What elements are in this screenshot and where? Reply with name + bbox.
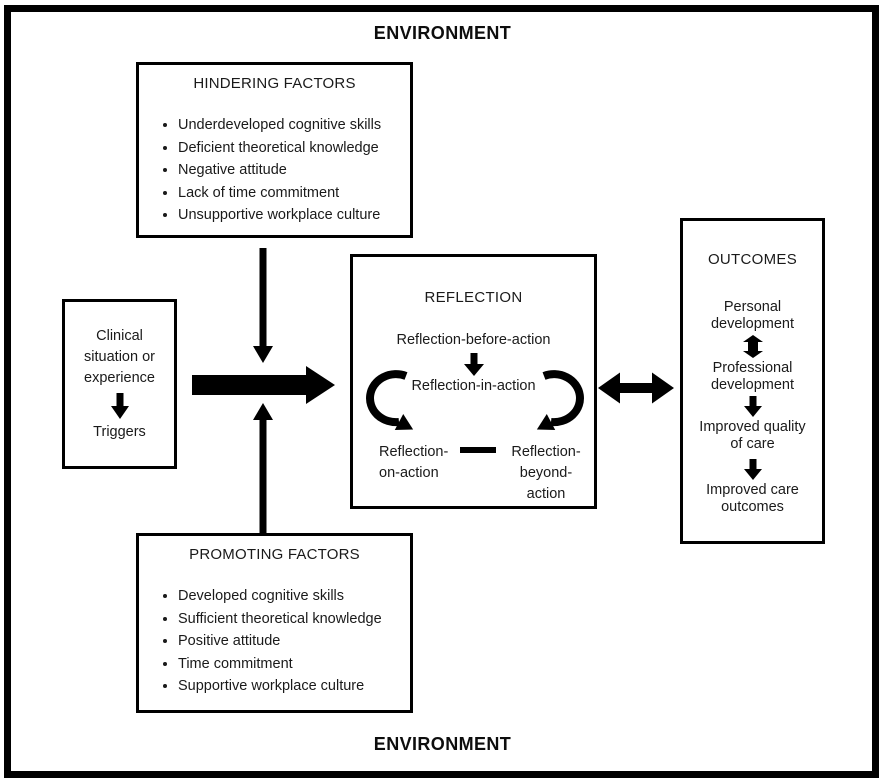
- list-item: Positive attitude: [178, 633, 404, 651]
- list-item: Deficient theoretical knowledge: [178, 140, 404, 158]
- reflection-in-action-text: Reflection-in-action: [411, 378, 536, 394]
- reflection-beyond-action-text: Reflection- beyond-action: [511, 444, 581, 502]
- hindering-factors-title: HINDERING FACTORS: [193, 75, 356, 92]
- reflection-before-action-text: Reflection-before-action: [396, 332, 551, 348]
- list-item: Unsupportive workplace culture: [178, 207, 404, 225]
- on-beyond-connector: [460, 447, 496, 453]
- outcome-professional-development: Professional development: [710, 360, 795, 393]
- clinical-situation-box: Clinical situation or experience Trigger…: [62, 299, 177, 469]
- list-item: Sufficient theoretical knowledge: [178, 611, 404, 629]
- environment-border: [4, 5, 879, 778]
- promoting-factors-title: PROMOTING FACTORS: [189, 546, 360, 563]
- reflection-bottom-row: Reflection- on-action Reflection- beyond…: [353, 442, 594, 505]
- list-item: Developed cognitive skills: [178, 588, 404, 606]
- list-item: Supportive workplace culture: [178, 678, 404, 696]
- outcome-personal-development: Personal development: [710, 299, 795, 332]
- outcomes-box: OUTCOMES Personal development Profession…: [680, 218, 825, 544]
- list-item: Time commitment: [178, 656, 404, 674]
- promoting-factors-box: PROMOTING FACTORS Developed cognitive sk…: [136, 533, 413, 713]
- quality-care-outcomes-arrow: [743, 459, 762, 480]
- triggers-text: Triggers: [93, 424, 146, 440]
- outcome-improved-care: Improved care outcomes: [706, 482, 799, 515]
- personal-professional-double-arrow: [742, 335, 763, 358]
- hindering-factors-list: Underdeveloped cognitive skills Deficien…: [139, 117, 410, 225]
- hindering-factors-box: HINDERING FACTORS Underdeveloped cogniti…: [136, 62, 413, 238]
- list-item: Underdeveloped cognitive skills: [178, 117, 404, 135]
- reflection-box: REFLECTION Reflection-before-action Refl…: [350, 254, 597, 509]
- reflection-title: REFLECTION: [424, 289, 523, 306]
- outcomes-title: OUTCOMES: [707, 251, 798, 268]
- environment-label-top: ENVIRONMENT: [373, 23, 512, 43]
- environment-label-bottom: ENVIRONMENT: [373, 734, 512, 754]
- reflection-on-action-text: Reflection- on-action: [379, 444, 449, 481]
- list-item: Negative attitude: [178, 162, 404, 180]
- before-to-in-arrow: [463, 353, 484, 376]
- professional-quality-arrow: [743, 396, 762, 417]
- outcome-improved-quality: Improved quality of care: [699, 419, 806, 452]
- situation-to-triggers-arrow: [110, 393, 129, 419]
- promoting-factors-list: Developed cognitive skills Sufficient th…: [139, 588, 410, 696]
- list-item: Lack of time commitment: [178, 185, 404, 203]
- clinical-situation-text: Clinical situation or experience: [84, 328, 155, 386]
